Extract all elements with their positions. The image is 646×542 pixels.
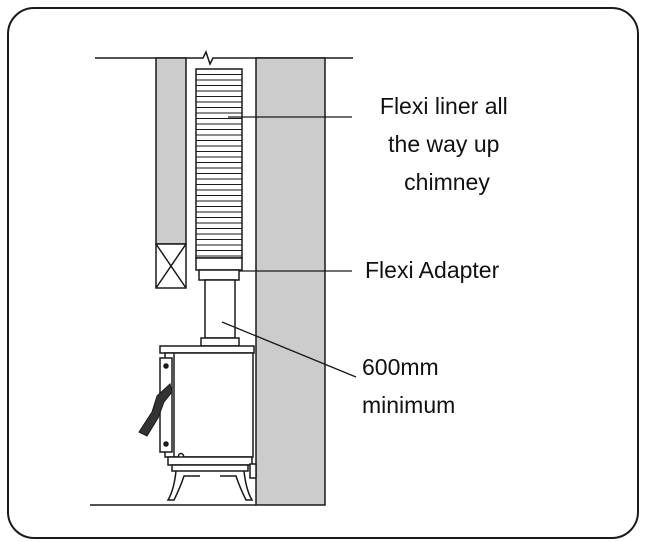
stove-door-handle: [138, 383, 173, 437]
flexi-liner: [195, 68, 243, 259]
leader-minimum: [221, 321, 357, 378]
label-flexi-liner: Flexi liner all the way up chimney: [380, 93, 514, 195]
stove-top-plate: [159, 345, 255, 354]
label-minimum-height: 600mm minimum: [362, 354, 455, 418]
flexi-adapter: [195, 257, 243, 281]
right-chimney-wall: [255, 57, 326, 506]
stove-leg-left: [166, 470, 200, 501]
stove-body: [164, 352, 254, 458]
stove: [159, 345, 257, 501]
lintel-block: [155, 243, 187, 289]
pipe-collar: [200, 337, 240, 347]
label-flexi-adapter: Flexi Adapter: [365, 257, 500, 283]
leader-lines: [221, 116, 357, 378]
stove-base: [167, 456, 253, 466]
stove-pipe: [204, 279, 236, 339]
stove-leg-right: [220, 470, 254, 501]
left-wall-column: [155, 57, 187, 245]
